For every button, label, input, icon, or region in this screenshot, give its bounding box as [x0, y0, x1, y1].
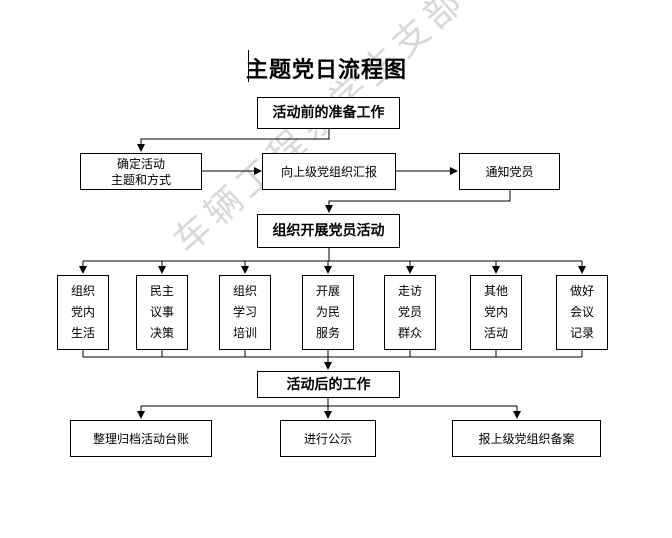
step-file-with-superior: 报上级党组织备案	[452, 420, 601, 457]
activity-item-line: 做好	[569, 284, 594, 298]
activity-item-line: 开展	[315, 284, 340, 298]
step-define-theme: 确定活动 主题和方式	[80, 153, 202, 190]
activity-item: 做好 会议 记录	[556, 275, 608, 350]
activity-item-line: 服务	[315, 326, 340, 340]
stage1-header: 活动前的准备工作	[257, 97, 400, 129]
activity-item: 民主 议事 决策	[136, 275, 188, 350]
activity-item: 开展 为民 服务	[302, 275, 354, 350]
activity-item: 组织 学习 培训	[219, 275, 271, 350]
activity-item-line: 议事	[149, 305, 174, 319]
activity-item: 走访 党员 群众	[384, 275, 436, 350]
step-report-superior: 向上级党组织汇报	[262, 153, 396, 190]
step-archive-records: 整理归档活动台账	[70, 420, 212, 457]
activity-item: 组织 党内 生活	[57, 275, 109, 350]
activity-item-line: 党内	[483, 305, 508, 319]
activity-item-line: 组织	[70, 284, 95, 298]
stage2-header: 组织开展党员活动	[257, 214, 400, 248]
text-cursor	[248, 50, 249, 82]
activity-item-line: 为民	[315, 305, 340, 319]
step-public-notice: 进行公示	[280, 420, 376, 457]
activity-item-line: 民主	[149, 284, 174, 298]
activity-item-line: 学习	[232, 305, 257, 319]
activity-item-line: 决策	[149, 326, 174, 340]
step-notify-members: 通知党员	[459, 153, 560, 190]
activity-item-line: 生活	[70, 326, 95, 340]
activity-item: 其他 党内 活动	[470, 275, 522, 350]
activity-item-line: 培训	[232, 326, 257, 340]
activity-item-line: 党内	[70, 305, 95, 319]
activity-item-line: 活动	[483, 326, 508, 340]
activity-item-line: 组织	[232, 284, 257, 298]
activity-item-line: 党员	[397, 305, 422, 319]
activity-item-line: 走访	[397, 284, 422, 298]
activity-item-line: 会议	[569, 305, 594, 319]
activity-item-line: 群众	[397, 326, 422, 340]
stage3-header: 活动后的工作	[257, 371, 400, 398]
page-title: 主题党日流程图	[246, 58, 408, 83]
activity-item-line: 记录	[569, 326, 594, 340]
activity-item-line: 其他	[483, 284, 508, 298]
